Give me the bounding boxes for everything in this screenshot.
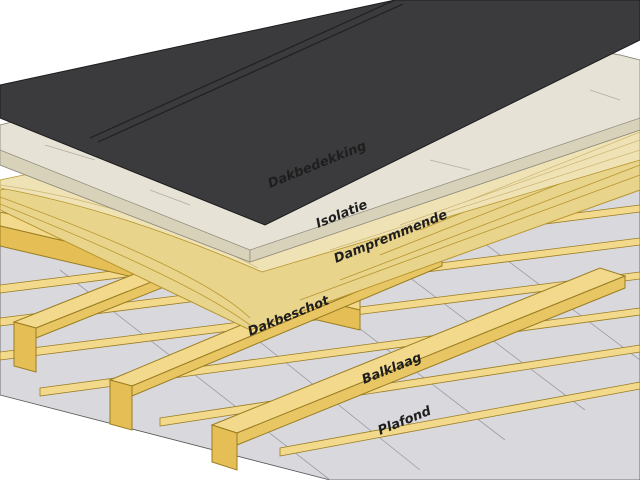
insulation-joints: [44, 89, 621, 206]
insulation-right-edge: [249, 117, 640, 263]
roof-covering-layer: [0, 0, 640, 226]
roof-covering-seams: [89, 0, 404, 143]
roof-covering-membrane: [0, 0, 640, 226]
joist: [210, 267, 627, 471]
